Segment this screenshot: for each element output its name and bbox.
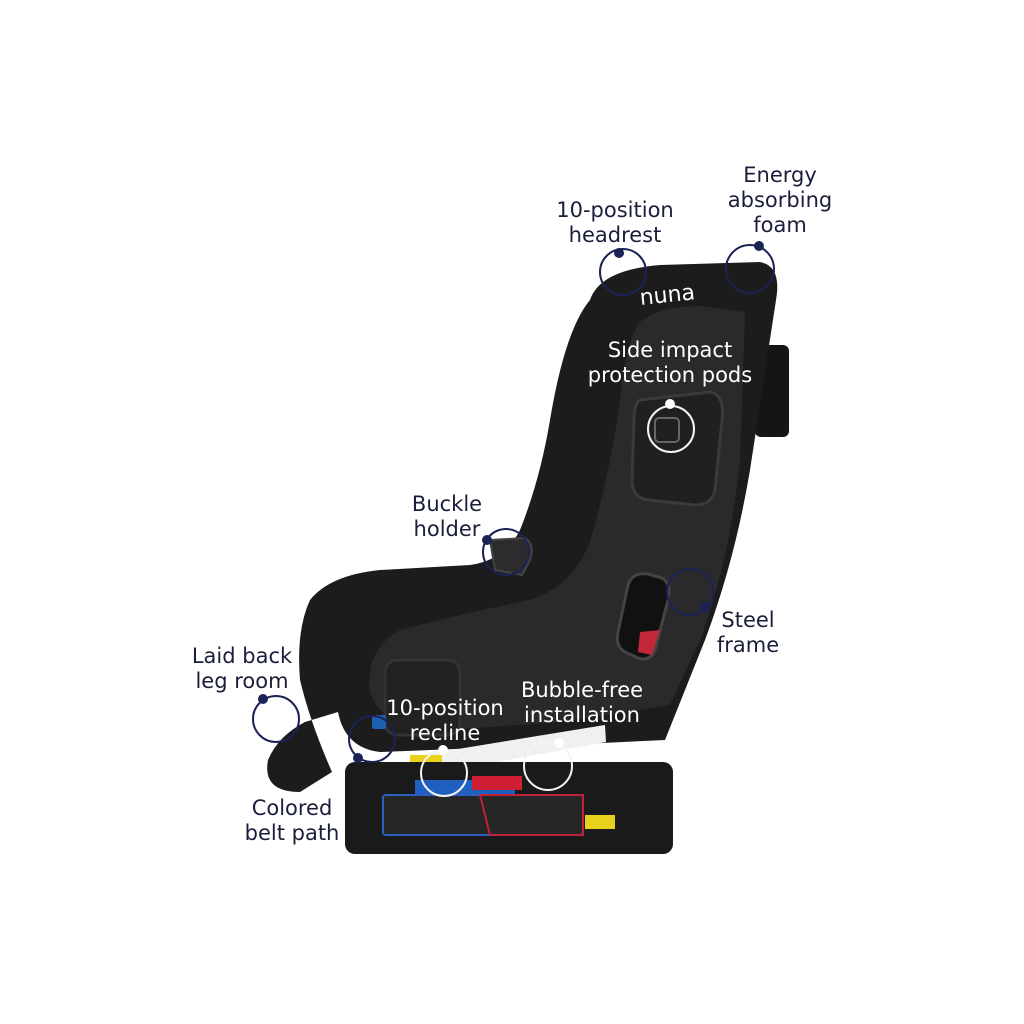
label-line: Bubble-free bbox=[520, 678, 644, 702]
callout-dot bbox=[665, 399, 675, 409]
label-leg-room: Laid back leg room bbox=[192, 644, 292, 694]
label-line: foam bbox=[753, 213, 807, 237]
brand-logo: nuna bbox=[639, 280, 697, 311]
label-line: Side impact bbox=[607, 338, 733, 362]
label-line: Colored bbox=[251, 796, 333, 820]
label-line: leg room bbox=[195, 669, 289, 693]
label-line: installation bbox=[524, 703, 640, 727]
label-energy-foam: Energy absorbing foam bbox=[728, 163, 832, 238]
belt-path-label bbox=[382, 794, 584, 836]
callout-dot bbox=[258, 694, 268, 704]
callout-dot bbox=[482, 535, 492, 545]
callout-buckle bbox=[482, 528, 530, 576]
label-line: Energy bbox=[743, 163, 817, 187]
label-line: 10-position bbox=[556, 198, 674, 222]
label-buckle-holder: Buckle holder bbox=[412, 492, 482, 542]
callout-steel-frame bbox=[666, 568, 714, 616]
callout-dot bbox=[614, 248, 624, 258]
label-line: holder bbox=[413, 517, 481, 541]
label-line: protection pods bbox=[587, 363, 753, 387]
label-headrest: 10-position headrest bbox=[556, 198, 673, 248]
label-line: belt path bbox=[244, 821, 340, 845]
callout-dot bbox=[700, 602, 710, 612]
label-belt-path: Colored belt path bbox=[245, 796, 340, 846]
label-bubble-free: Bubble-free installation bbox=[521, 678, 643, 728]
callout-dot bbox=[554, 738, 564, 748]
callout-dot bbox=[353, 753, 363, 763]
label-line: Laid back bbox=[191, 644, 293, 668]
label-side-impact: Side impact protection pods bbox=[588, 338, 752, 388]
label-line: 10-position bbox=[386, 696, 504, 720]
label-line: absorbing bbox=[727, 188, 833, 212]
label-line: headrest bbox=[568, 223, 662, 247]
label-line: recline bbox=[409, 721, 481, 745]
callout-belt-path bbox=[348, 715, 396, 763]
callout-dot bbox=[754, 241, 764, 251]
callout-dot bbox=[438, 745, 448, 755]
label-line: Steel bbox=[721, 608, 775, 632]
callout-foam bbox=[725, 244, 775, 294]
callout-leg-room bbox=[252, 695, 300, 743]
label-line: Buckle bbox=[411, 492, 483, 516]
label-recline: 10-position recline bbox=[386, 696, 503, 746]
label-line: frame bbox=[716, 633, 780, 657]
recline-knob bbox=[383, 658, 462, 737]
label-steel-frame: Steel frame bbox=[717, 608, 779, 658]
callout-side-impact bbox=[647, 405, 695, 453]
callout-bubble-free bbox=[523, 741, 573, 791]
callout-recline bbox=[420, 749, 468, 797]
